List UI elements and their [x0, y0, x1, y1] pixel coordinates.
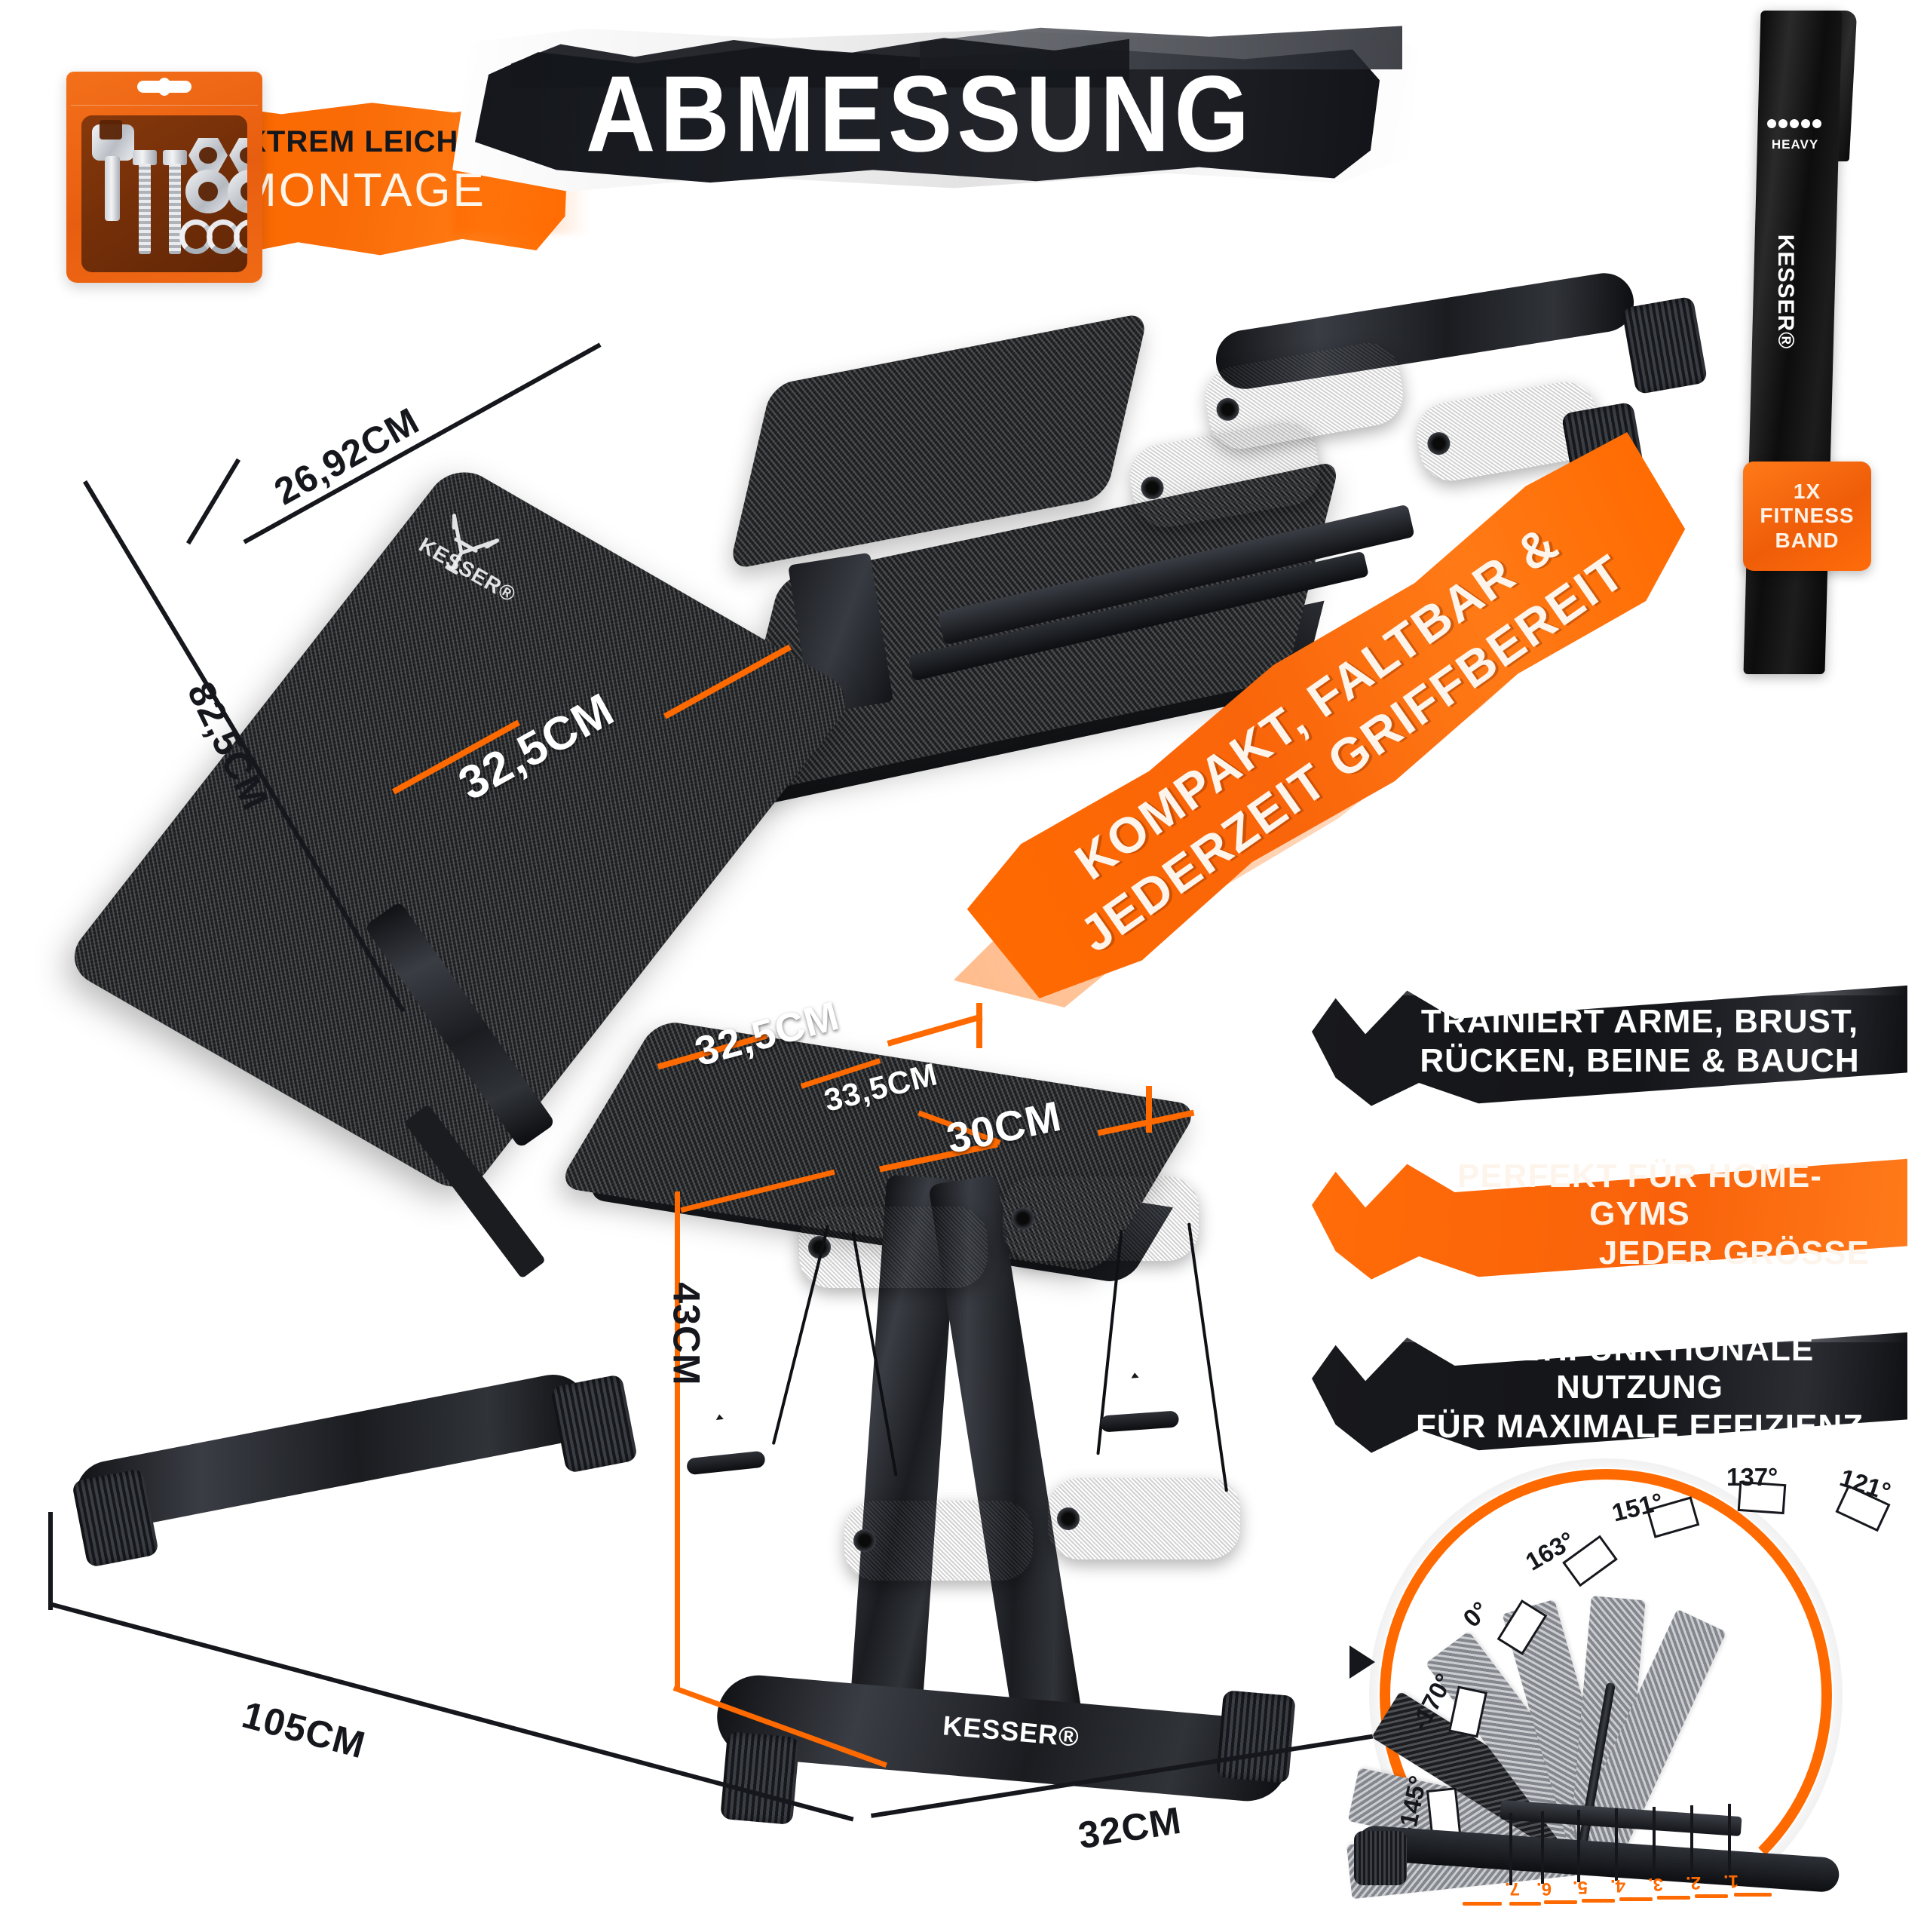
notch-number-1: 1. — [1723, 1871, 1739, 1891]
feature-3-line2: FÜR MAXIMALE EFFIZIENZ — [1416, 1408, 1864, 1446]
package-fold-line — [71, 105, 258, 106]
foam-roller — [1048, 1478, 1240, 1559]
angle-label-5: 137° — [1726, 1463, 1778, 1491]
washer-icon — [228, 170, 247, 213]
exercise-handle — [679, 1395, 768, 1476]
notch-dash — [1619, 1897, 1653, 1901]
fitness-band-badge: 1X FITNESS BAND — [1743, 462, 1871, 571]
fitness-band-graphic: HEAVY KESSER® 1X FITNESS BAND — [1734, 0, 1930, 679]
feature-bar-1: TRAINIERT ARME, BRUST, RÜCKEN, BEINE & B… — [1312, 980, 1907, 1109]
notch-number-3: 3. — [1648, 1874, 1664, 1894]
montage-line1: EXTREM LEICHTE — [225, 124, 499, 158]
notch-dash — [1734, 1893, 1772, 1897]
angle-arrow-icon — [1349, 1645, 1375, 1679]
dim-tick-seat-length — [1146, 1086, 1152, 1133]
band-resistance-label: HEAVY — [1771, 137, 1819, 152]
feature-text-2: PERFEKT FÜR HOME-GYMS JEDER GRÖSSE — [1410, 1154, 1870, 1276]
package-blister-window — [81, 115, 247, 272]
notch-tick — [1728, 1804, 1731, 1876]
dim-tick-left — [48, 1512, 53, 1610]
band-badge-line1: 1X — [1793, 479, 1821, 503]
washer-icon — [185, 170, 231, 213]
nut-icon — [188, 138, 228, 173]
dim-tick — [185, 458, 241, 545]
notch-number-7: 7. — [1505, 1878, 1521, 1899]
notch-number-5: 5. — [1573, 1877, 1588, 1897]
package-hang-hole — [137, 81, 191, 93]
page-title-banner: ABMESSUNG — [452, 8, 1417, 211]
notch-tick — [1690, 1805, 1693, 1878]
resistance-cord — [1187, 1222, 1229, 1492]
band-resistance-dots — [1767, 119, 1823, 128]
notch-tick — [1653, 1807, 1656, 1879]
feature-3-line1: MULTIFUNKTIONALE NUTZUNG — [1465, 1330, 1815, 1406]
feature-2-line2: JEDER GRÖSSE — [1598, 1234, 1870, 1272]
base-end-cap — [1216, 1690, 1296, 1783]
dim-tick-seat — [976, 1003, 982, 1048]
backrest-angle-diagram: -145° -170° 0° 163° 151° 137° 121° 7. 6.… — [1346, 1455, 1930, 1932]
notch-dash — [1544, 1900, 1577, 1904]
notch-tick — [1541, 1811, 1544, 1884]
feature-bar-3: MULTIFUNKTIONALE NUTZUNG FÜR MAXIMALE EF… — [1312, 1327, 1907, 1455]
notch-dash — [1657, 1896, 1690, 1900]
notch-number-2: 2. — [1686, 1872, 1702, 1893]
dim-line-seat-width-b — [887, 1014, 983, 1047]
exercise-handle — [1095, 1354, 1182, 1433]
feature-1-line2: RÜCKEN, BEINE & BAUCH — [1420, 1042, 1860, 1079]
notch-dash — [1695, 1894, 1728, 1898]
notch-dash — [1509, 1902, 1541, 1906]
nut-icon — [229, 138, 247, 173]
feature-text-3: MULTIFUNKTIONALE NUTZUNG FÜR MAXIMALE EF… — [1410, 1327, 1870, 1449]
fan-base-cap — [1354, 1831, 1407, 1885]
ring-icon — [234, 219, 247, 254]
foam-roller — [799, 1207, 988, 1288]
feature-bar-2: PERFEKT FÜR HOME-GYMS JEDER GRÖSSE — [1312, 1154, 1907, 1282]
dim-line-seat-height — [675, 1191, 680, 1689]
tube-end-cap — [1621, 296, 1708, 395]
dim-label-total-length: 105CM — [237, 1693, 370, 1767]
notch-tick — [1509, 1813, 1512, 1885]
wrench-icon — [92, 120, 134, 221]
montage-line2: MONTAGE — [237, 164, 486, 216]
band-brand-logo: KESSER® — [1773, 234, 1798, 350]
notch-number-6: 6. — [1536, 1878, 1552, 1899]
tool-package — [66, 72, 262, 283]
notch-tick — [1577, 1810, 1580, 1882]
feature-1-line1: TRAINIERT ARME, BRUST, — [1420, 1002, 1859, 1040]
notch-number-4: 4. — [1610, 1875, 1626, 1896]
band-badge-line2: FITNESS — [1760, 504, 1855, 528]
dim-label-total-width: 32CM — [1075, 1799, 1184, 1857]
foam-roller — [844, 1501, 1033, 1581]
notch-dash — [1582, 1899, 1615, 1903]
foam-roller — [1003, 1176, 1199, 1261]
foot-end-cap — [550, 1373, 639, 1474]
base-end-cap — [720, 1731, 800, 1825]
kesser-monogram-icon — [445, 514, 500, 575]
page-title: ABMESSUNG — [585, 53, 1254, 175]
notch-tick — [1615, 1808, 1618, 1881]
feature-2-line1: PERFEKT FÜR HOME-GYMS — [1457, 1157, 1822, 1232]
notch-dash — [1463, 1902, 1502, 1906]
dim-label-seat-height: 43CM — [665, 1282, 708, 1386]
feature-text-1: TRAINIERT ARME, BRUST, RÜCKEN, BEINE & B… — [1410, 980, 1870, 1102]
band-badge-line3: BAND — [1775, 528, 1840, 552]
